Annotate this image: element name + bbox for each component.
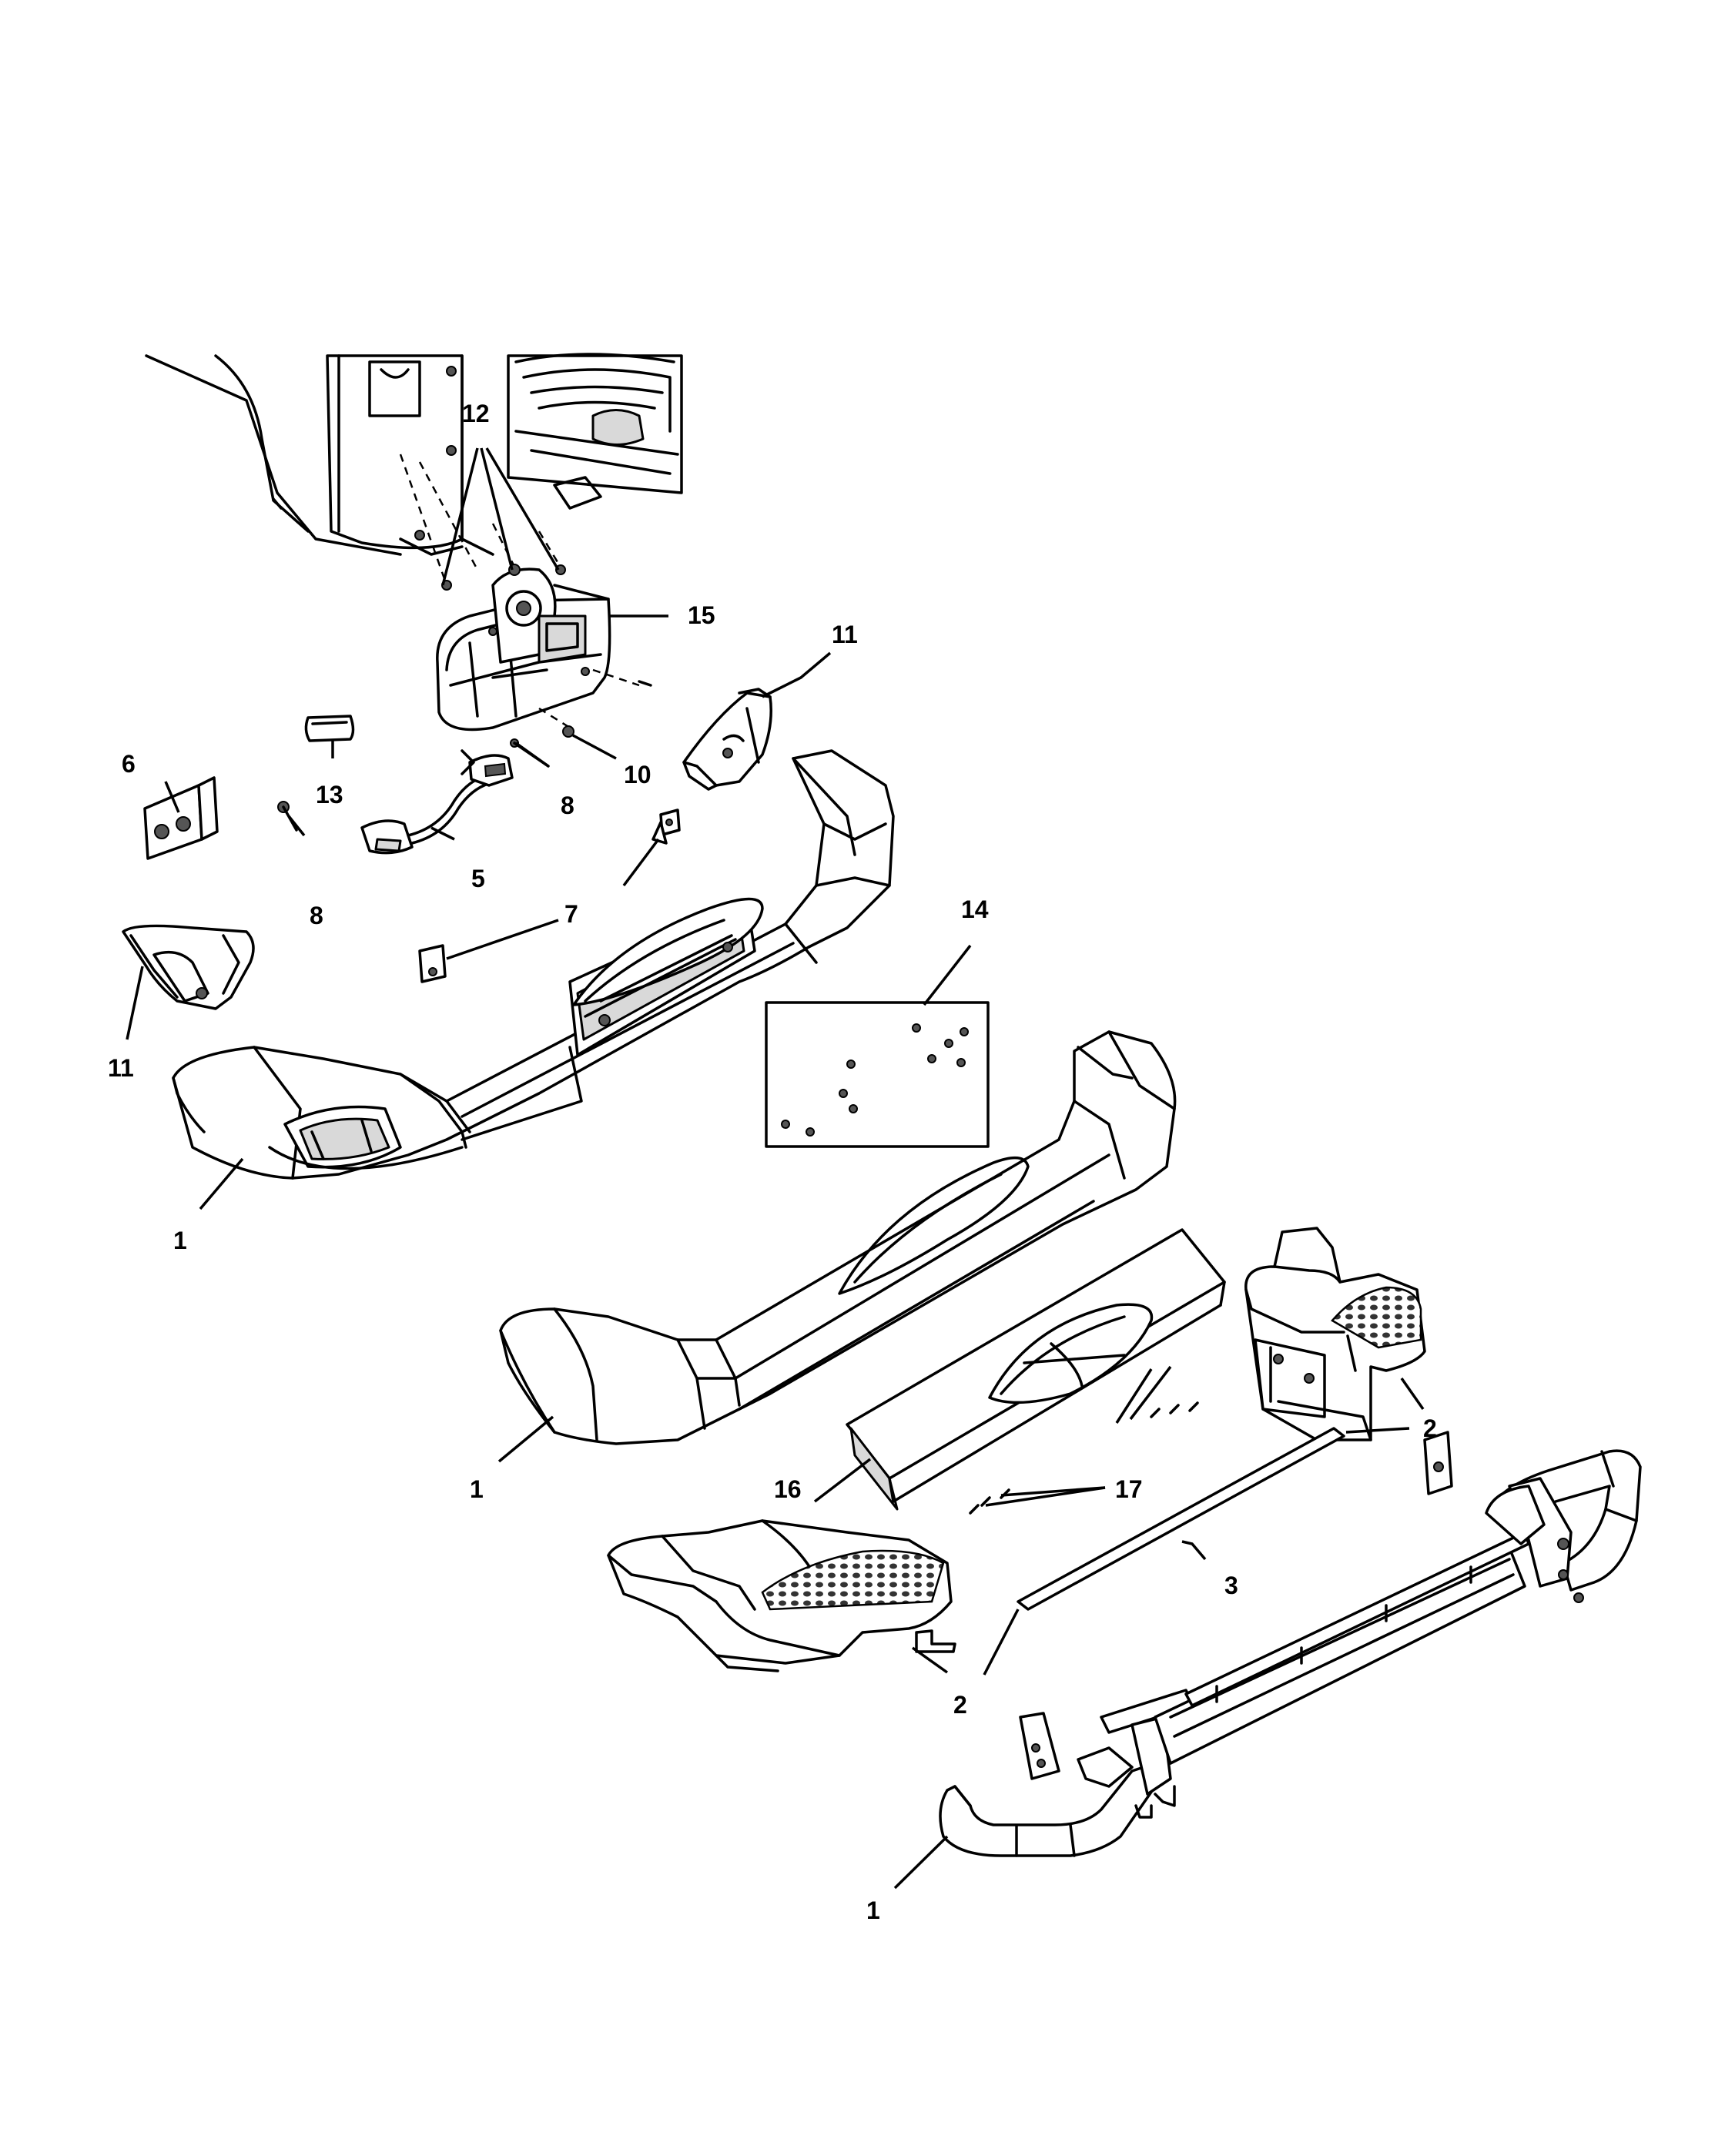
clip-7-lower	[418, 944, 447, 983]
callout-2-left: 2	[953, 1691, 967, 1719]
callout-1-rear: 1	[470, 1475, 484, 1503]
callout-8-b: 8	[561, 792, 574, 819]
hitch-bracket-15	[436, 567, 652, 732]
callout-labels: 12 15 11 13 10 8 6 5 8 7 14 11 1 2 1 16 …	[108, 400, 1437, 1924]
callout-16: 16	[774, 1475, 802, 1503]
bracket-11-left	[122, 924, 255, 1010]
callout-1-front: 1	[173, 1227, 187, 1254]
leader-lines	[126, 447, 1425, 1890]
front-bumper	[172, 749, 895, 1180]
step-tip-2-right	[1244, 1227, 1426, 1441]
callout-15: 15	[688, 601, 715, 629]
callout-14: 14	[961, 896, 989, 923]
callout-11-left: 11	[108, 1054, 134, 1082]
callout-5: 5	[471, 865, 485, 892]
plug-13	[304, 715, 355, 742]
strip-3	[1017, 1427, 1345, 1611]
bracket-11-right	[682, 688, 772, 791]
callout-1-tube: 1	[866, 1897, 880, 1924]
callout-11-right: 11	[832, 621, 858, 648]
bolt-8-left	[277, 801, 298, 832]
vehicle-body-section	[145, 353, 683, 556]
bolt-10	[562, 725, 617, 760]
callout-6: 6	[122, 750, 136, 778]
callout-12: 12	[462, 400, 490, 427]
callout-13: 13	[316, 781, 343, 808]
callout-7: 7	[564, 900, 578, 928]
hardware-kit-14	[765, 1001, 990, 1148]
rivets-17	[969, 1401, 1199, 1515]
step-tip-2-left	[607, 1519, 956, 1672]
step-cover-16	[846, 1228, 1226, 1511]
rear-bumper	[499, 1030, 1177, 1445]
callout-2-right: 2	[1423, 1414, 1437, 1442]
fastener-lines-12	[399, 454, 566, 591]
callout-10: 10	[624, 761, 651, 788]
callout-3: 3	[1224, 1572, 1238, 1599]
tube-step	[939, 1431, 1642, 1857]
bracket-6	[143, 776, 219, 860]
callout-8-a: 8	[310, 902, 323, 929]
callout-17: 17	[1115, 1475, 1143, 1503]
wiring-harness-5	[360, 749, 514, 855]
